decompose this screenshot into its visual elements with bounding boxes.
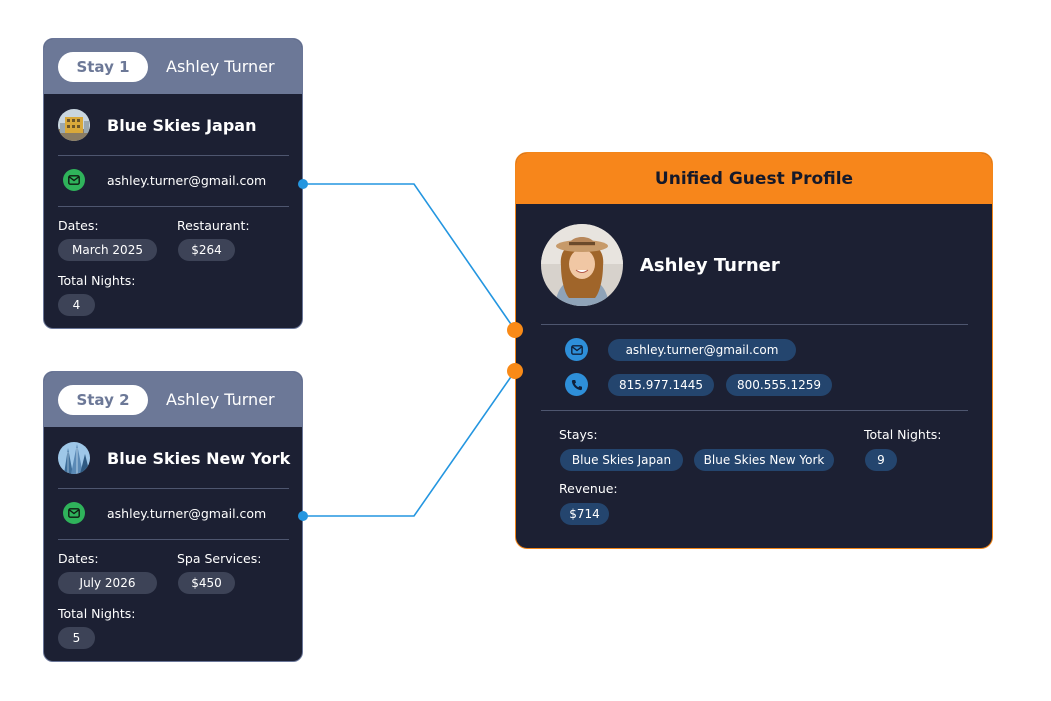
mail-icon: [63, 502, 85, 524]
stay-chip-japan: Blue Skies Japan: [560, 449, 683, 471]
email-row: ashley.turner@gmail.com: [63, 168, 293, 192]
divider: [58, 206, 289, 207]
divider: [58, 539, 289, 540]
unified-profile-card: Unified Guest Profile Ashley Turner ashl…: [515, 152, 993, 549]
phone-icon: [565, 373, 588, 396]
restaurant-label: Restaurant:: [177, 218, 250, 233]
hotel-japan-icon: [58, 109, 90, 141]
connector-dot-profile-1: [507, 322, 523, 338]
hotel-new-york-icon: [58, 442, 90, 474]
divider: [58, 488, 289, 489]
dates-label: Dates:: [58, 218, 99, 233]
stays-label: Stays:: [559, 427, 598, 442]
email-row: ashley.turner@gmail.com: [63, 501, 293, 525]
email-address[interactable]: ashley.turner@gmail.com: [107, 506, 267, 521]
connector-dot-stay2: [298, 511, 308, 521]
divider: [541, 410, 968, 411]
revenue-label: Revenue:: [559, 481, 618, 496]
total-nights-chip: 9: [865, 449, 897, 471]
nights-label: Total Nights:: [58, 606, 136, 621]
stay-tag: Stay 1: [58, 52, 148, 82]
mail-icon: [565, 338, 588, 361]
dates-chip: March 2025: [58, 239, 157, 261]
divider: [541, 324, 968, 325]
mail-icon: [63, 169, 85, 191]
profile-title: Unified Guest Profile: [516, 153, 992, 204]
stay-chip-new-york: Blue Skies New York: [694, 449, 834, 471]
nights-label: Total Nights:: [58, 273, 136, 288]
nights-chip: 5: [58, 627, 95, 649]
stay-header: Stay 1 Ashley Turner: [44, 39, 302, 94]
spa-services-chip: $450: [178, 572, 235, 594]
phone-chip-2[interactable]: 800.555.1259: [726, 374, 832, 396]
total-nights-label: Total Nights:: [864, 427, 942, 442]
stay-card-1: Stay 1 Ashley Turner Blue Skies Japan: [43, 38, 303, 329]
connector-stay1: [303, 183, 516, 331]
dates-label: Dates:: [58, 551, 99, 566]
phone-chip-1[interactable]: 815.977.1445: [608, 374, 714, 396]
nights-chip: 4: [58, 294, 95, 316]
divider: [58, 155, 289, 156]
stay-guest-name: Ashley Turner: [166, 390, 275, 409]
stay-tag: Stay 2: [58, 385, 148, 415]
spa-services-label: Spa Services:: [177, 551, 262, 566]
hotel-row: Blue Skies Japan: [58, 109, 290, 143]
stay-card-2: Stay 2 Ashley Turner Blue Skies New York…: [43, 371, 303, 662]
hotel-row: Blue Skies New York: [58, 442, 290, 476]
stay-header: Stay 2 Ashley Turner: [44, 372, 302, 427]
profile-name: Ashley Turner: [640, 255, 780, 276]
revenue-chip: $714: [560, 503, 609, 525]
connector-stay2: [303, 370, 516, 517]
profile-email-chip[interactable]: ashley.turner@gmail.com: [608, 339, 796, 361]
hotel-name: Blue Skies Japan: [107, 116, 257, 135]
dates-chip: July 2026: [58, 572, 157, 594]
hotel-name: Blue Skies New York: [107, 449, 291, 468]
connector-dot-stay1: [298, 179, 308, 189]
stay-guest-name: Ashley Turner: [166, 57, 275, 76]
avatar: [541, 224, 623, 306]
email-address[interactable]: ashley.turner@gmail.com: [107, 173, 267, 188]
restaurant-chip: $264: [178, 239, 235, 261]
connector-dot-profile-2: [507, 363, 523, 379]
